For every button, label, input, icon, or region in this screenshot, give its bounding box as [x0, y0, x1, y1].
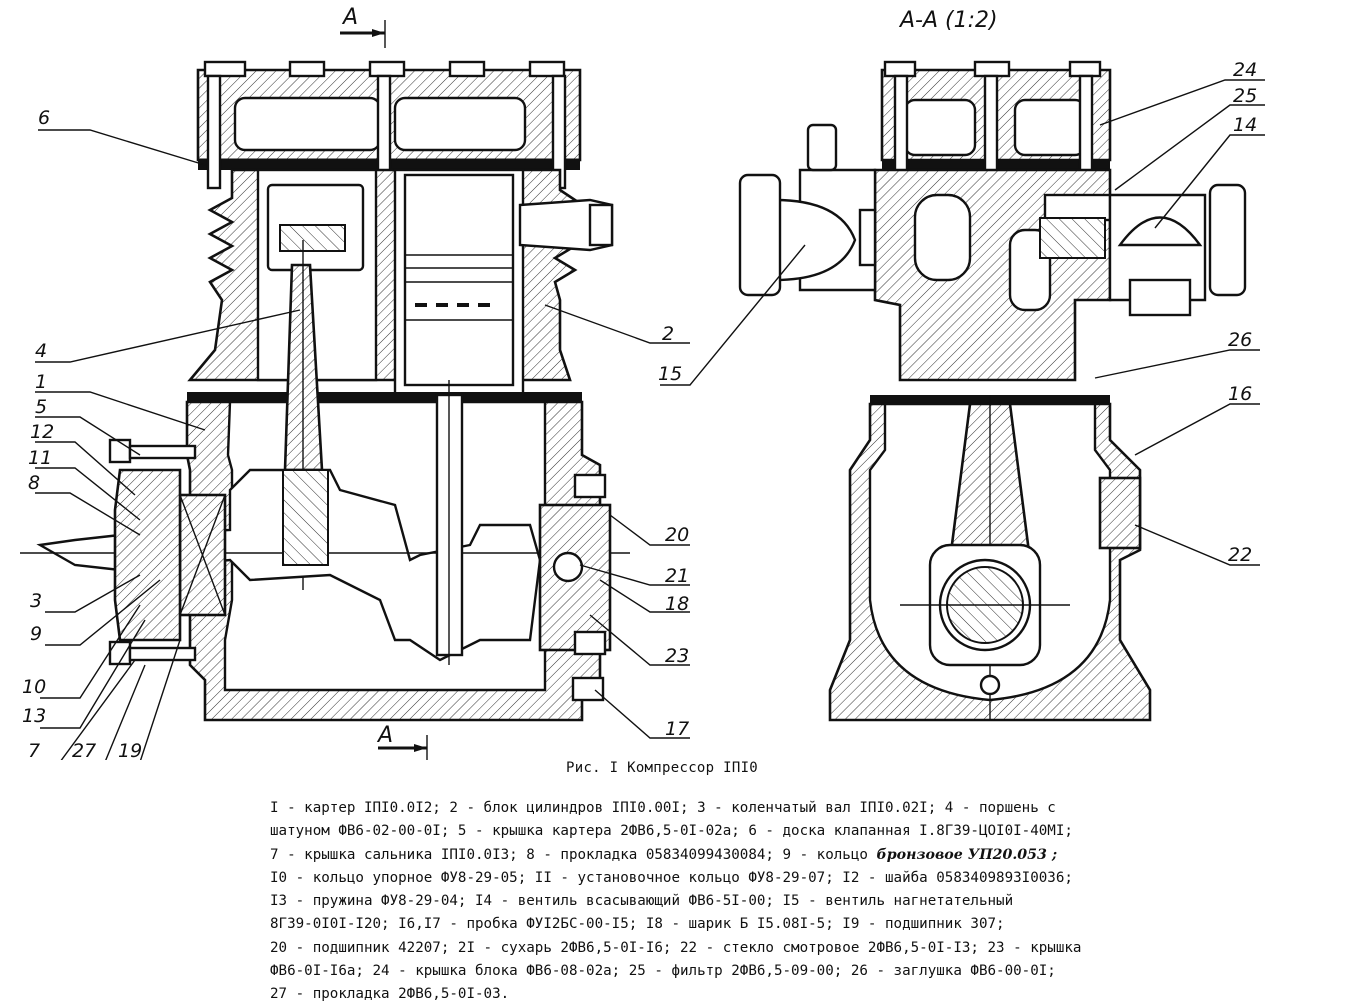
callout-23: 23 — [665, 645, 689, 667]
callout-21: 21 — [665, 565, 689, 587]
leader-lines-left — [35, 129, 690, 760]
legend-line: 8Г39-0I0I-I20; I6,I7 - пробка ФУI2БС-00-… — [270, 916, 1005, 933]
legend-line-text: 7 - крышка сальника IПI0.0I3; 8 - прокла… — [270, 846, 877, 863]
legend-line: I3 - пружина ФУ8-29-04; I4 - вентиль вса… — [270, 893, 1014, 910]
callout-15: 15 — [658, 363, 682, 385]
longitudinal-section-view: А А — [20, 5, 630, 760]
callout-22: 22 — [1228, 544, 1252, 566]
callout-11: 11 — [28, 447, 52, 469]
legend-line: 27 - прокладка 2ФВ6,5-0I-03. — [270, 986, 510, 1003]
callout-1: 1 — [35, 371, 47, 393]
legend-line: 7 - крышка сальника IПI0.0I3; 8 - прокла… — [270, 844, 1345, 867]
callout-9: 9 — [30, 623, 42, 645]
callout-26: 26 — [1228, 329, 1252, 351]
cross-section-view-aa: А-А (1:2) — [738, 8, 1247, 722]
compressor-drawing: А А — [20, 5, 1265, 760]
legend-line: I0 - кольцо упорное ФУ8-29-05; II - уста… — [270, 869, 1073, 886]
callout-10: 10 — [22, 676, 46, 698]
callout-12: 12 — [30, 421, 54, 443]
callout-20: 20 — [665, 524, 689, 546]
callout-16: 16 — [1228, 383, 1252, 405]
legend-handwritten-note: бронзовое УП20.053 ; — [876, 846, 1058, 863]
callout-7: 7 — [28, 740, 40, 760]
callout-5: 5 — [35, 396, 47, 418]
callout-4: 4 — [35, 340, 47, 362]
callout-25: 25 — [1233, 85, 1257, 107]
legend-line: I - картер IПI0.0I2; 2 - блок цилиндров … — [270, 800, 1056, 816]
callout-13: 13 — [22, 705, 46, 727]
section-cut-mark-top: А — [340, 5, 386, 48]
parts-legend: I - картер IПI0.0I2; 2 - блок цилиндров … — [270, 797, 1345, 1007]
section-title: А-А (1:2) — [898, 8, 998, 33]
figure-caption: Рис. I Компрессор IПI0 — [566, 760, 759, 776]
callout-labels-right: 24 25 14 15 26 16 22 — [658, 59, 1257, 566]
svg-text:А: А — [341, 5, 358, 30]
section-cut-mark-bottom: А — [376, 723, 428, 760]
callout-labels-left: 6 4 1 5 12 11 8 3 9 10 13 7 27 19 2 20 2… — [22, 107, 689, 760]
callout-24: 24 — [1233, 59, 1257, 81]
callout-6: 6 — [38, 107, 50, 129]
callout-3: 3 — [30, 590, 42, 612]
callout-17: 17 — [665, 718, 689, 740]
legend-line: шатуном ФВ6-02-00-0I; 5 - крышка картера… — [270, 823, 1073, 840]
svg-text:А: А — [376, 723, 393, 748]
callout-27: 27 — [72, 740, 96, 760]
legend-line: 20 - подшипник 42207; 2I - сухарь 2ФВ6,5… — [270, 939, 1082, 956]
callout-8: 8 — [28, 472, 40, 494]
leader-lines-right — [660, 79, 1265, 566]
legend-line: ФВ6-0I-I6а; 24 - крышка блока ФВ6-08-02а… — [270, 963, 1056, 980]
callout-2: 2 — [662, 323, 674, 345]
callout-14: 14 — [1233, 114, 1257, 136]
callout-18: 18 — [665, 593, 689, 615]
callout-19: 19 — [118, 740, 142, 760]
